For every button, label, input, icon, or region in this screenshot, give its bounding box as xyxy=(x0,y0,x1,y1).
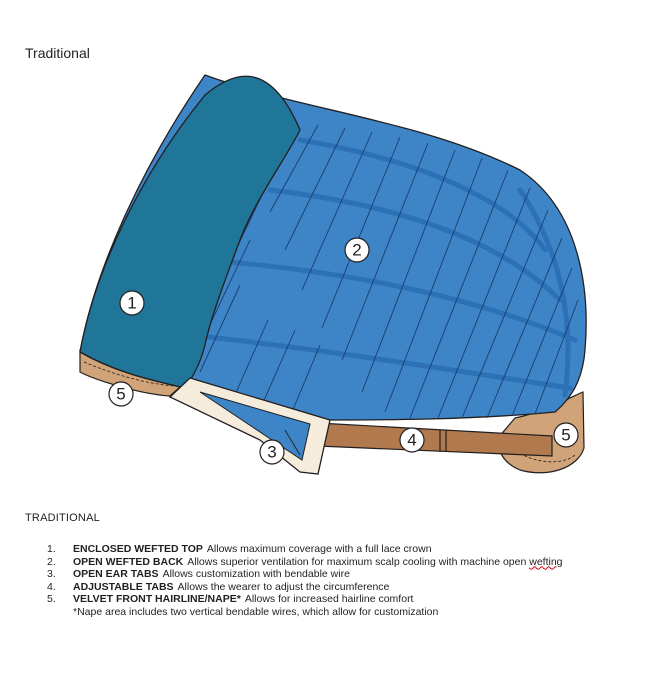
legend-description: Allows maximum coverage with a full lace… xyxy=(206,543,432,555)
legend-number: 4. xyxy=(47,580,56,593)
legend-number: 3. xyxy=(47,568,56,580)
spellcheck-word: wefting xyxy=(529,555,563,568)
callout-5-nape: 5 xyxy=(553,422,579,448)
svg-text:4: 4 xyxy=(407,431,416,450)
legend-label: ADJUSTABLE TABS xyxy=(73,580,174,593)
svg-text:1: 1 xyxy=(127,294,136,313)
legend-item: 2. OPEN WEFTED BACK Allows superior vent… xyxy=(47,556,563,569)
legend-list: 1. ENCLOSED WEFTED TOP Allows maximum co… xyxy=(47,543,563,606)
svg-text:5: 5 xyxy=(561,426,570,445)
legend-item: 3. OPEN EAR TABS Allows customization wi… xyxy=(47,568,563,581)
legend-item: 5. VELVET FRONT HAIRLINE/NAPE* Allows fo… xyxy=(47,593,563,606)
section-label: TRADITIONAL xyxy=(25,512,100,524)
svg-text:3: 3 xyxy=(267,443,276,462)
legend-item: 1. ENCLOSED WEFTED TOP Allows maximum co… xyxy=(47,543,563,556)
legend-number: 1. xyxy=(47,543,56,555)
svg-text:2: 2 xyxy=(352,241,361,260)
legend-label: OPEN EAR TABS xyxy=(73,568,159,580)
legend-label: ENCLOSED WEFTED TOP xyxy=(73,543,203,555)
callout-5-front: 5 xyxy=(108,381,134,407)
callout-3: 3 xyxy=(259,439,285,465)
legend-label: OPEN WEFTED BACK xyxy=(73,555,184,568)
legend-number: 5. xyxy=(47,593,56,605)
page-title: Traditional xyxy=(25,45,90,61)
callout-1: 1 xyxy=(119,290,145,316)
legend-description: Allows the wearer to adjust the circumfe… xyxy=(177,580,390,593)
svg-text:5: 5 xyxy=(116,385,125,404)
legend-number: 2. xyxy=(47,555,56,568)
legend-description: Allows customization with bendable wire xyxy=(162,568,350,580)
callout-4: 4 xyxy=(399,427,425,453)
wig-cap-diagram: 1 2 3 4 5 5 xyxy=(79,74,587,475)
footnote: *Nape area includes two vertical bendabl… xyxy=(73,606,439,618)
legend-label: VELVET FRONT HAIRLINE/NAPE* xyxy=(73,593,241,605)
legend-item: 4. ADJUSTABLE TABS Allows the wearer to … xyxy=(47,581,563,594)
callout-2: 2 xyxy=(344,237,370,263)
legend-description: Allows for increased hairline comfort xyxy=(244,593,414,605)
legend-description: Allows superior ventilation for maximum … xyxy=(187,555,563,568)
